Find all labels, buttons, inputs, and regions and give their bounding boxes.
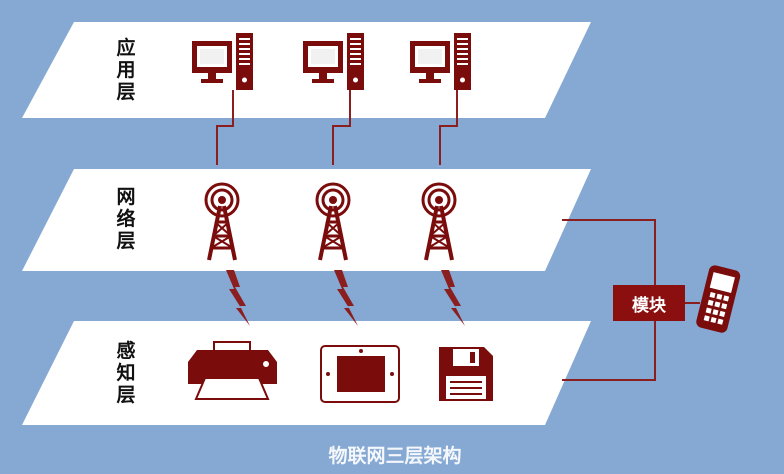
desktop-computer-icon: [192, 33, 253, 90]
module-wiring: [562, 219, 700, 381]
application-layer-label: 应用层: [116, 37, 136, 103]
module-box: 模块: [613, 285, 685, 321]
connector-lines: [216, 90, 458, 165]
cell-phone-icon: [696, 265, 741, 333]
wireless-signal-icon: [441, 270, 465, 326]
floppy-disk-icon: [439, 347, 493, 401]
perception-layer-band: [22, 321, 591, 425]
network-layer-band: [22, 169, 591, 271]
desktop-computer-icon: [410, 33, 471, 90]
wireless-signal-icon: [226, 270, 250, 326]
printer-icon: [188, 341, 277, 400]
network-layer-label: 网络层: [116, 186, 136, 252]
tablet-device-icon: [320, 345, 400, 403]
desktop-computer-icon: [303, 33, 364, 90]
wireless-signal-icon: [334, 270, 358, 326]
perception-layer-label: 感知层: [116, 340, 136, 406]
diagram-caption: 物联网三层架构: [328, 445, 462, 467]
